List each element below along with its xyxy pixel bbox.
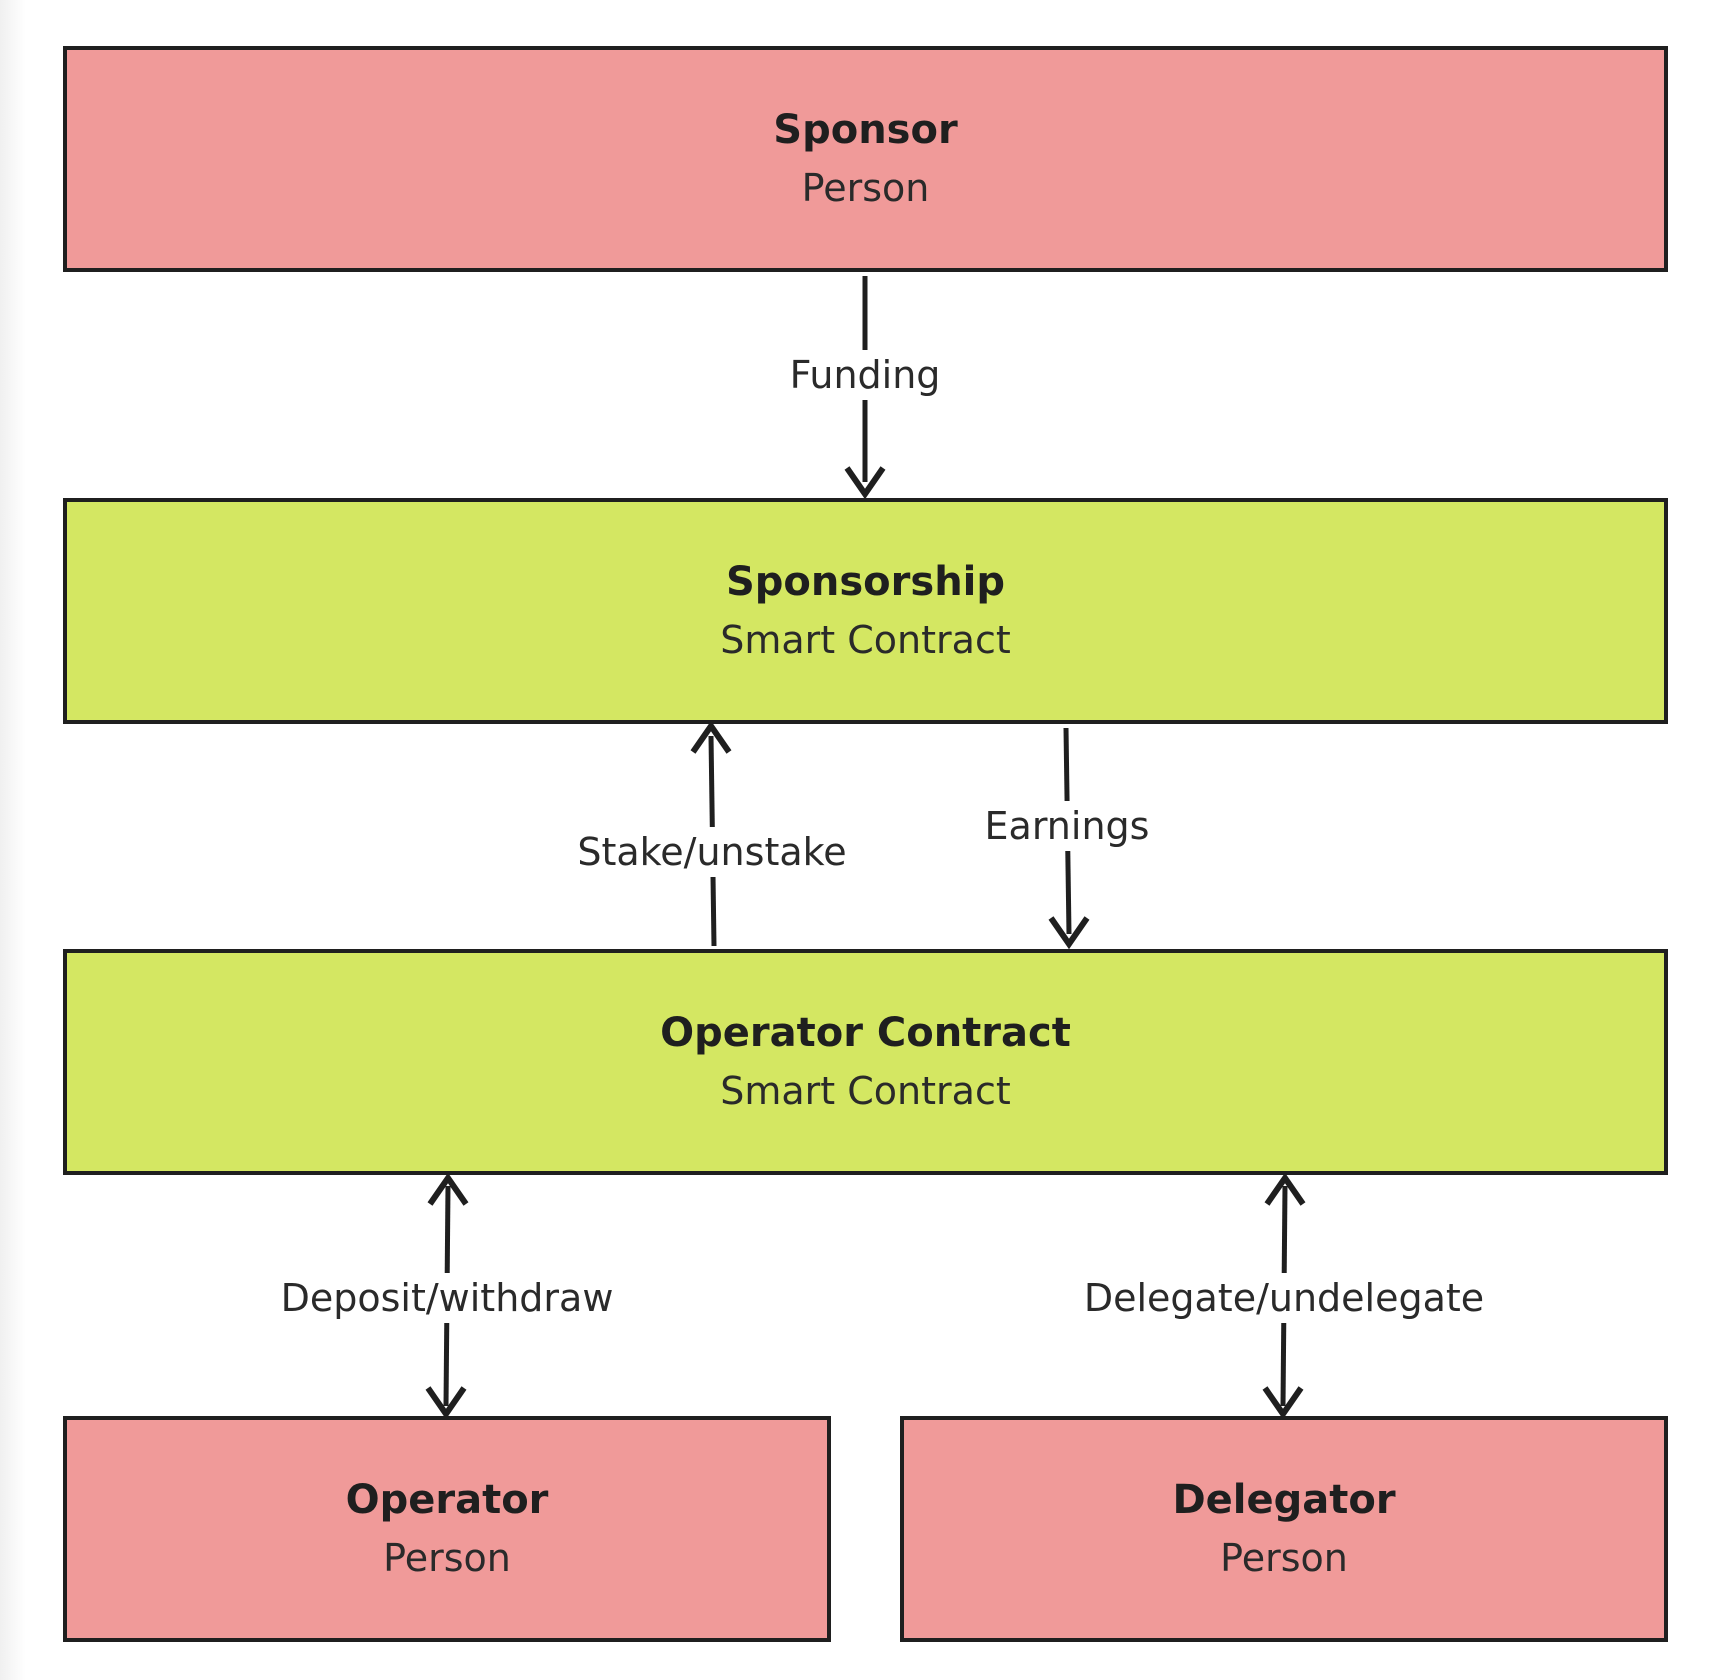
earnings-label: Earnings (978, 801, 1156, 851)
sponsorship-title: Sponsorship (725, 559, 1006, 605)
earnings-arrowhead (1048, 916, 1090, 950)
left-edge-shadow (0, 0, 26, 1680)
delegate-arrowhead-up (1264, 1172, 1306, 1206)
delegator-subtitle: Person (1220, 1536, 1348, 1580)
delegate-undelegate-label: Delegate/undelegate (1077, 1273, 1491, 1323)
stake-unstake-label: Stake/unstake (571, 827, 853, 877)
deposit-withdraw-label: Deposit/withdraw (274, 1273, 620, 1323)
operator-title: Operator (345, 1477, 549, 1523)
deposit-arrowhead-up (427, 1172, 469, 1206)
funding-label: Funding (783, 350, 947, 400)
funding-arrowhead (844, 466, 886, 500)
operator-contract-title: Operator Contract (660, 1010, 1071, 1056)
sponsor-subtitle: Person (801, 166, 930, 210)
sponsor-node: Sponsor Person (63, 46, 1668, 272)
delegate-arrowhead-down (1262, 1386, 1304, 1420)
operator-contract-subtitle: Smart Contract (720, 1069, 1011, 1113)
sponsorship-subtitle: Smart Contract (720, 618, 1011, 662)
sponsorship-node: Sponsorship Smart Contract (63, 498, 1668, 724)
stake-arrowhead (690, 720, 732, 754)
delegator-node: Delegator Person (900, 1416, 1668, 1642)
delegator-title: Delegator (1172, 1477, 1396, 1523)
deposit-arrowhead-down (425, 1386, 467, 1420)
operator-contract-node: Operator Contract Smart Contract (63, 949, 1668, 1175)
operator-node: Operator Person (63, 1416, 831, 1642)
sponsor-title: Sponsor (773, 107, 958, 153)
operator-subtitle: Person (383, 1536, 511, 1580)
